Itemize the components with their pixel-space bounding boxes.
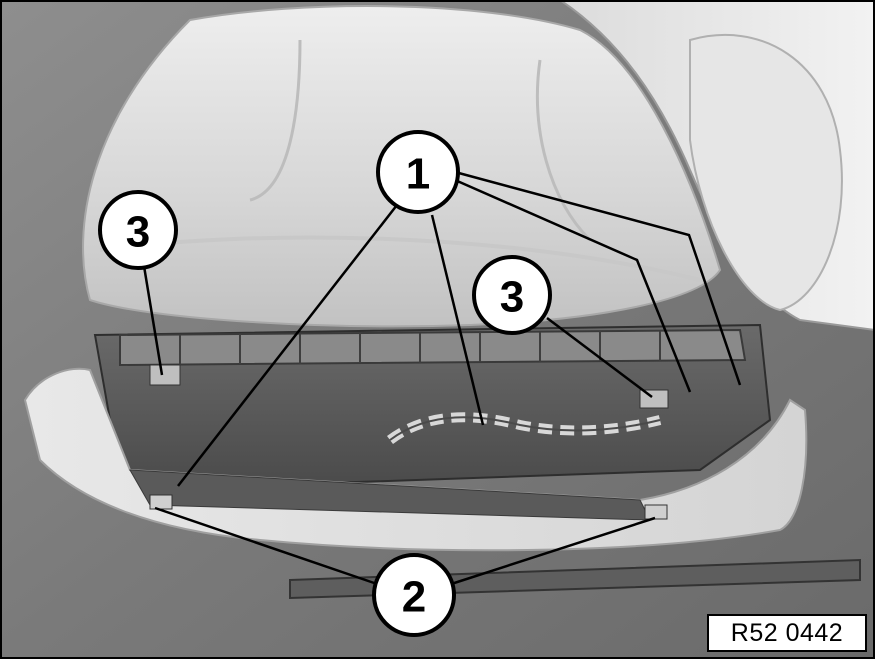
clip [644, 504, 668, 520]
cushion-seam [249, 39, 302, 202]
callout-3-left-label: 3 [126, 208, 150, 257]
clip [639, 389, 669, 409]
callout-2: 2 [372, 553, 456, 637]
callout-2-label: 2 [402, 573, 426, 622]
frame-ribs [179, 331, 661, 365]
figure-id-label: R52 0442 [707, 614, 867, 652]
cushion-seam [536, 59, 592, 242]
callout-3-left: 3 [98, 190, 178, 270]
clip [149, 364, 181, 386]
callout-1-label: 1 [406, 150, 430, 199]
callout-1: 1 [376, 130, 460, 214]
callout-3-right: 3 [472, 255, 552, 335]
leader-lines [141, 170, 742, 588]
clip [149, 494, 173, 510]
backrest-panel [689, 34, 843, 312]
frame-rail [119, 328, 747, 367]
wiring-harness [389, 416, 661, 441]
callout-3-right-label: 3 [500, 273, 524, 322]
